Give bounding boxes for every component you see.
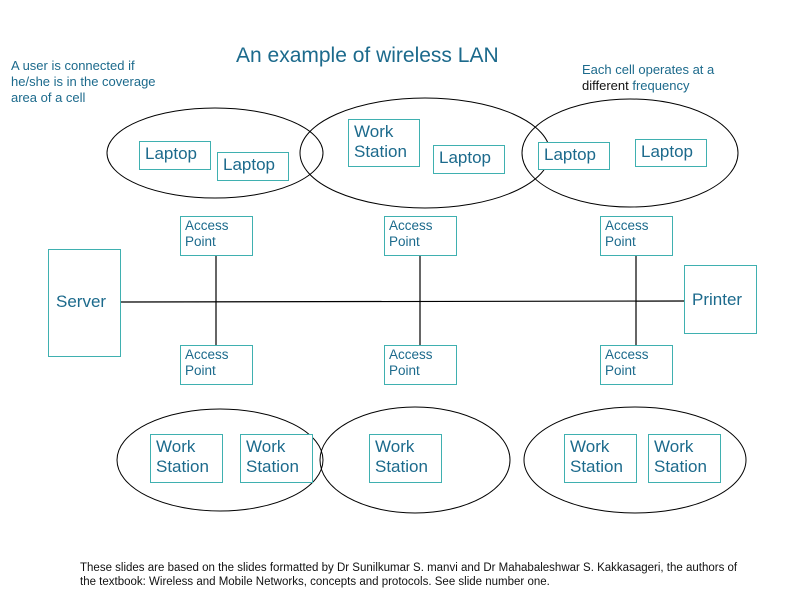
page-title: An example of wireless LAN [236,44,499,67]
access-point-top-1[interactable]: Access Point [180,216,253,256]
coverage-cell-bottom-3 [523,406,747,514]
frequency-note-word-different: different [582,78,629,93]
backbone-line [120,300,686,303]
laptop-node[interactable]: Laptop [139,141,211,170]
coverage-cell-top-3 [521,98,739,208]
workstation-node[interactable]: Work Station [150,434,223,483]
coverage-cell-top-1 [106,107,324,199]
coverage-cell-bottom-2 [319,406,511,514]
workstation-node[interactable]: Work Station [369,434,442,483]
workstation-node[interactable]: Work Station [240,434,313,483]
workstation-node[interactable]: Work Station [564,434,637,483]
coverage-cell-top-2 [299,97,551,209]
footer-credits: These slides are based on the slides for… [80,562,738,588]
laptop-node[interactable]: Laptop [217,152,289,181]
access-point-bottom-2[interactable]: Access Point [384,345,457,385]
access-point-bottom-3[interactable]: Access Point [600,345,673,385]
access-point-bottom-1[interactable]: Access Point [180,345,253,385]
coverage-note: A user is connected if he/she is in the … [11,58,156,105]
workstation-node[interactable]: Work Station [648,434,721,483]
frequency-note: Each cell operates at a different freque… [582,62,714,94]
coverage-cell-bottom-1 [116,408,324,512]
frequency-note-word-frequency: frequency [628,78,690,93]
access-point-top-3[interactable]: Access Point [600,216,673,256]
laptop-node[interactable]: Laptop [635,139,707,167]
laptop-node[interactable]: Laptop [538,142,610,170]
printer-node[interactable]: Printer [684,265,757,334]
frequency-note-line1: Each cell operates at a [582,62,715,77]
server-node[interactable]: Server [48,249,121,357]
workstation-node[interactable]: Work Station [348,119,420,167]
access-point-top-2[interactable]: Access Point [384,216,457,256]
laptop-node[interactable]: Laptop [433,145,505,174]
